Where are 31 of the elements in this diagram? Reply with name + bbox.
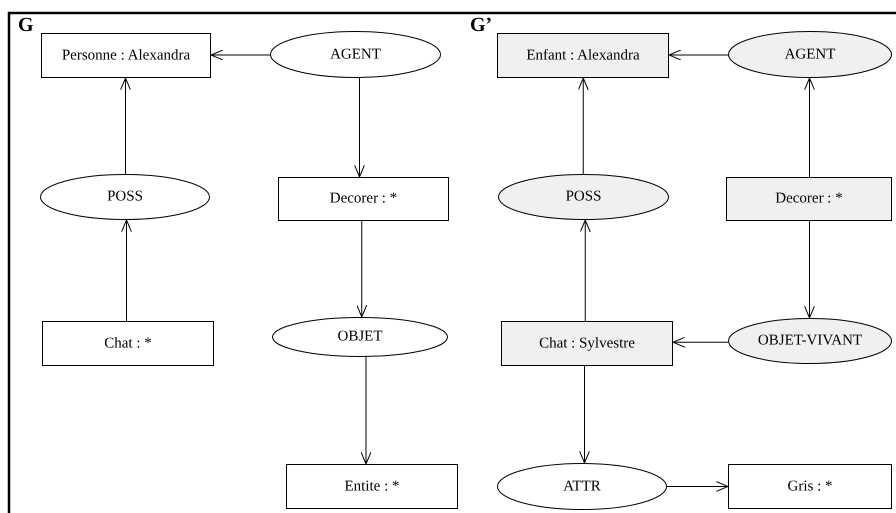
graph-label: G’ — [470, 15, 492, 35]
arrow — [120, 78, 131, 174]
arrow — [121, 220, 132, 322]
relation-label: ATTR — [562, 478, 602, 495]
concept-label: Gris : * — [786, 478, 834, 495]
arrow — [668, 50, 728, 60]
relation-label: AGENT — [329, 46, 382, 63]
relation-label: OBJET-VIVANT — [756, 332, 864, 350]
arrow — [356, 220, 368, 318]
concept-label: Decorer : * — [328, 190, 398, 208]
arrow — [578, 78, 589, 174]
concept-label: Chat : * — [103, 335, 153, 352]
graph-label: G — [18, 15, 34, 35]
concept-label: Entite : * — [344, 478, 400, 495]
arrow — [666, 481, 728, 492]
relation-label: POSS — [564, 188, 602, 206]
arrow — [672, 336, 728, 348]
concept-label: Chat : Sylvestre — [538, 335, 636, 352]
arrow — [804, 220, 815, 318]
arrow — [580, 220, 591, 322]
concept-label: Personne : Alexandra — [60, 47, 192, 64]
arrow — [804, 78, 815, 178]
concept-label: Decorer : * — [774, 190, 844, 208]
arrow — [210, 50, 270, 60]
arrow — [579, 366, 590, 464]
relation-label: POSS — [106, 188, 144, 206]
relation-label: AGENT — [784, 46, 836, 63]
concept-label: Enfant : Alexandra — [525, 47, 641, 64]
arrow — [354, 78, 365, 178]
arrow — [360, 356, 372, 464]
relation-label: OBJET — [336, 328, 384, 346]
